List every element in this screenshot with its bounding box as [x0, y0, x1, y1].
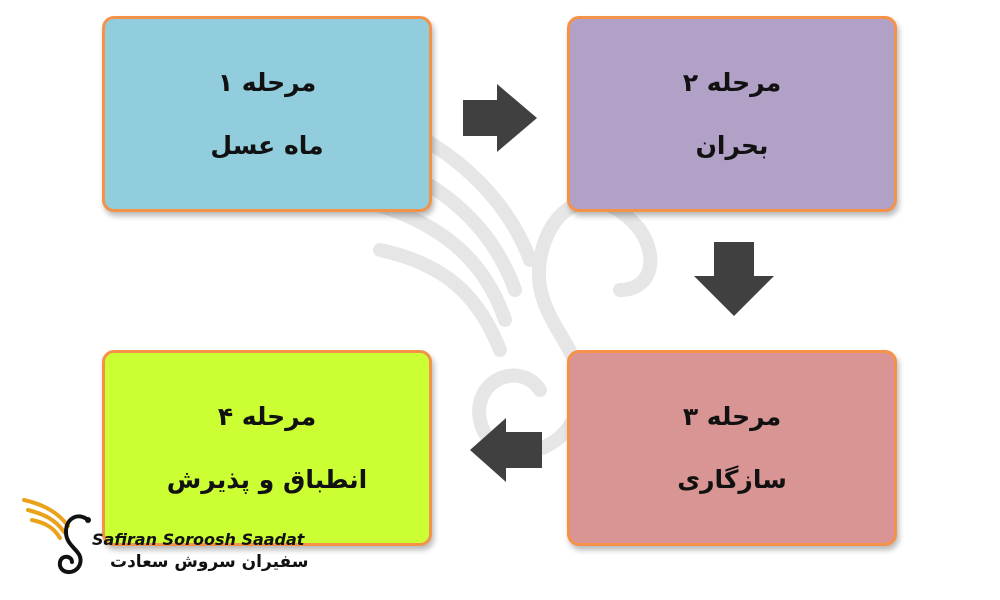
brand-logo: Safiran Soroosh Saadat سفیران سروش سعادت — [22, 490, 308, 580]
swan-logo-icon — [22, 498, 91, 574]
stage-4-title: مرحله ۴ — [217, 402, 317, 431]
stage-3-title: مرحله ۳ — [682, 402, 782, 431]
stage-3-name: سازگاری — [677, 465, 787, 494]
arrow-left-icon — [470, 418, 542, 482]
stage-2-name: بحران — [695, 131, 769, 160]
stage-1-name: ماه عسل — [210, 131, 324, 160]
logo-text-fa: سفیران سروش سعادت — [110, 552, 309, 572]
stage-1-title: مرحله ۱ — [217, 68, 317, 97]
arrow-right-icon — [463, 84, 537, 152]
stage-1-box: مرحله ۱ ماه عسل — [102, 16, 432, 212]
stage-4-box: مرحله ۴ انطباق و پذیرش — [102, 350, 432, 546]
stage-3-box: مرحله ۳ سازگاری — [567, 350, 897, 546]
arrow-down-icon — [694, 242, 774, 316]
logo-text-en: Safiran Soroosh Saadat — [92, 530, 305, 549]
stage-2-box: مرحله ۲ بحران — [567, 16, 897, 212]
stage-2-title: مرحله ۲ — [682, 68, 782, 97]
stage-4-name: انطباق و پذیرش — [166, 465, 368, 494]
